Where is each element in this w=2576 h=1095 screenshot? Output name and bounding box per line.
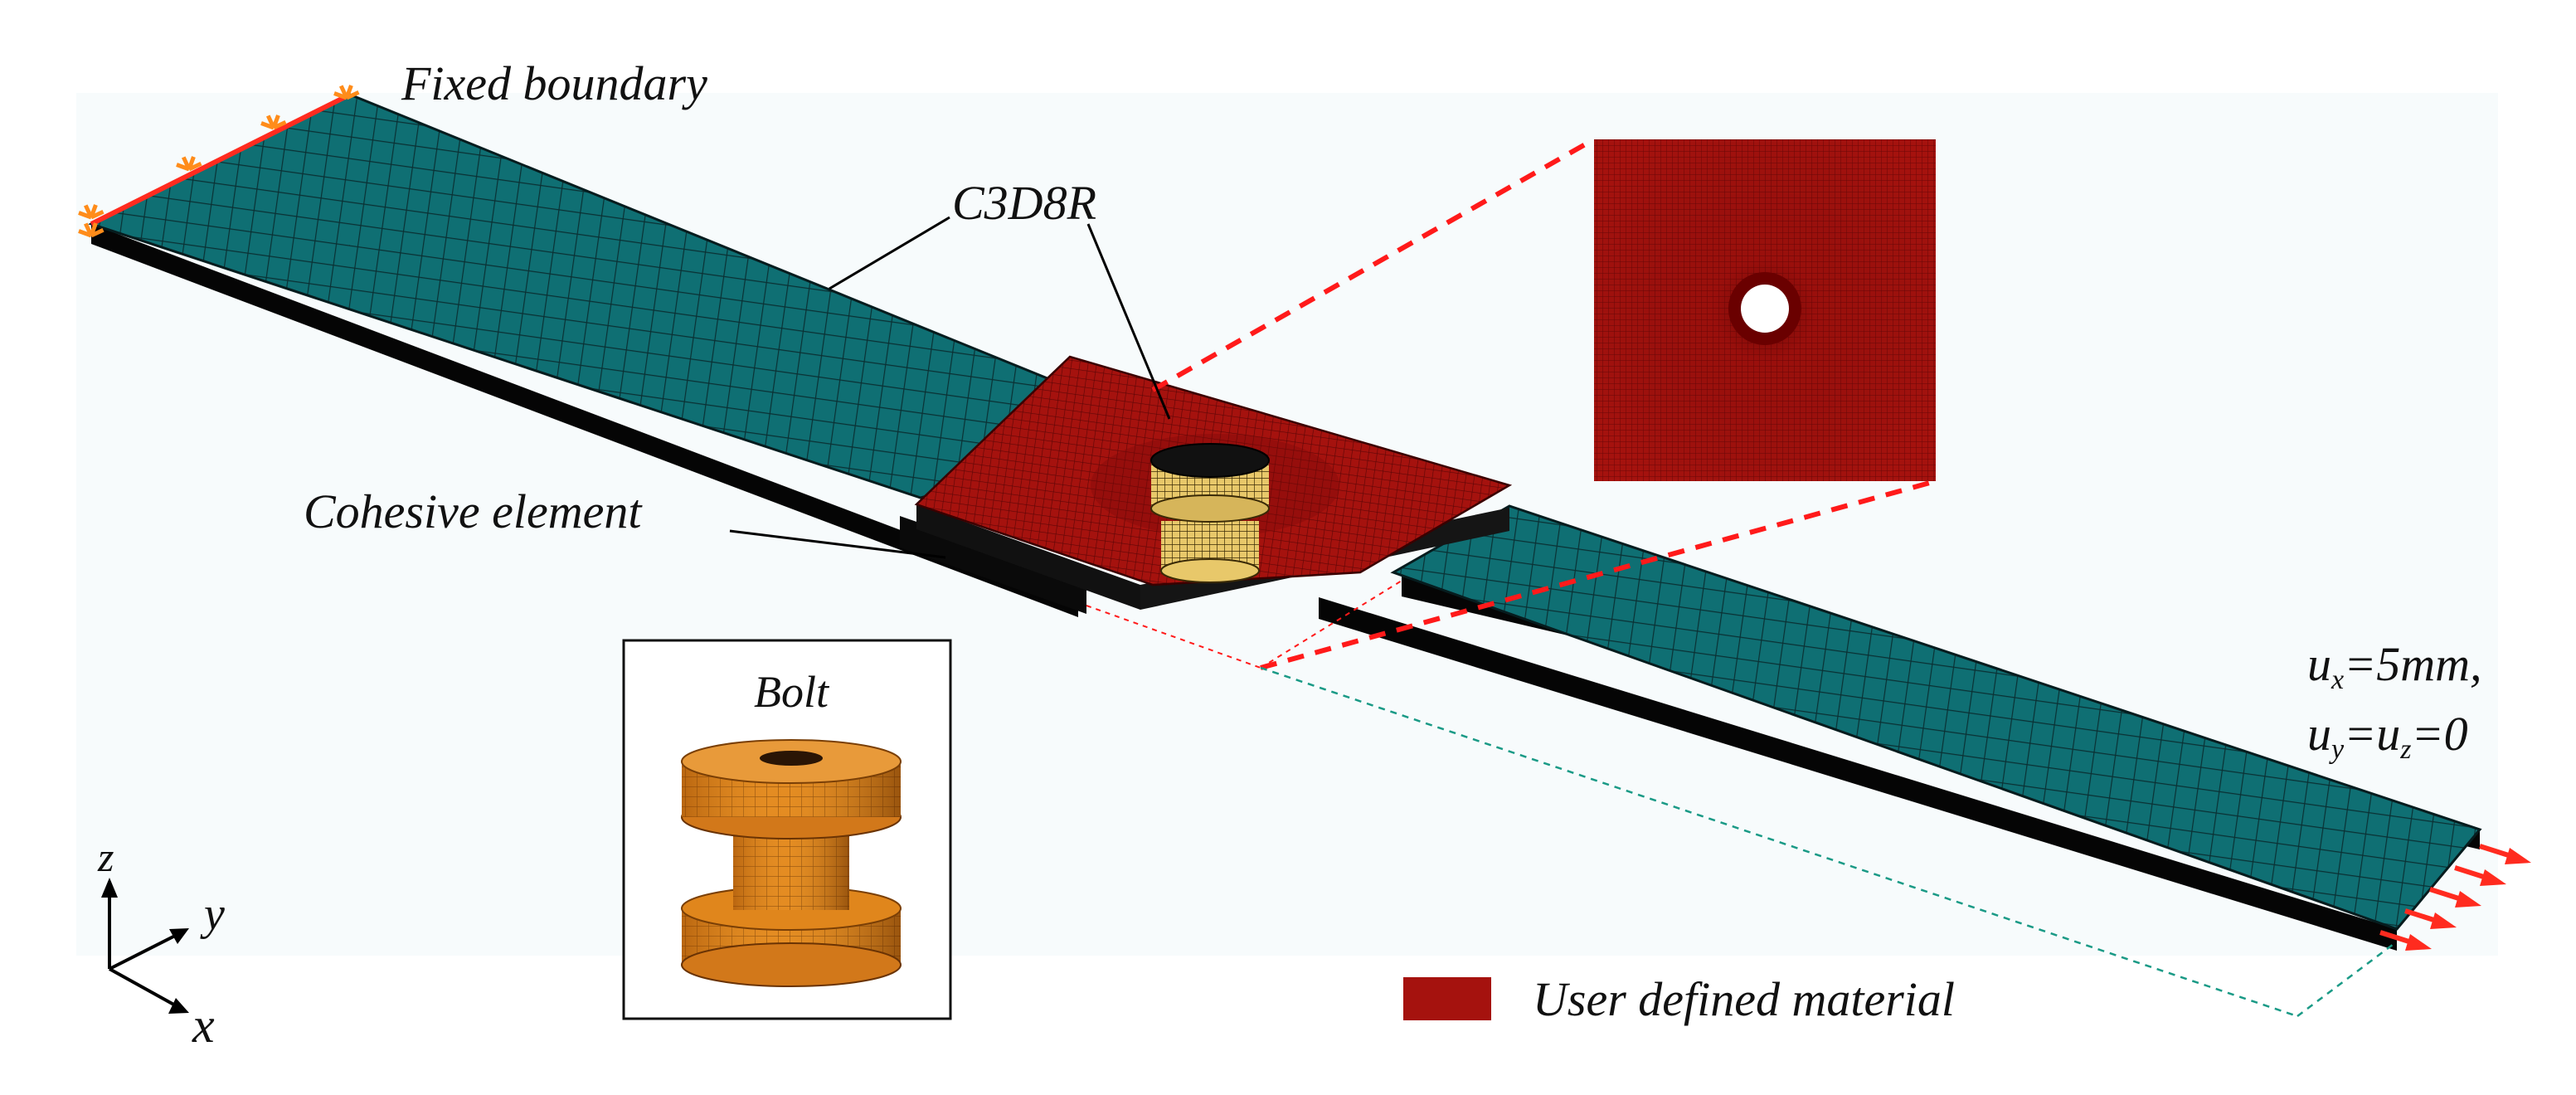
load-uy-var: u [2307,707,2331,761]
bolt-detail [681,739,902,987]
constraint-symbol-icon [176,156,202,172]
load-uy-sub: y [2329,734,2345,765]
overlap-side [916,504,1140,610]
bolt-lower-cap-base [681,942,902,987]
load-condition: ux=5mm, uy=uz=0 [2307,637,2482,765]
load-uz-sub: z [2399,734,2411,765]
bolt-assembly [1150,443,1270,583]
legend-label-material: User defined material [1533,972,1955,1026]
zoom-hole [1741,285,1789,333]
load-ux-value: =5mm, [2344,637,2481,691]
load-arrow-head [2430,912,2457,929]
label-fixed-boundary: Fixed boundary [401,56,707,110]
legend-swatch-material [1403,977,1491,1020]
leader-lines [729,216,1171,559]
constraint-stroke [272,119,287,130]
constraint-symbol-icon [260,114,287,130]
load-line-2: uy=uz=0 [2307,707,2468,765]
constraint-stroke [90,227,104,238]
leader-c3d8r-right [1086,223,1171,420]
constraint-stroke [90,209,104,220]
bolt-top-hole [760,751,823,766]
axis-x-arrow [168,998,189,1014]
leader-c3d8r-left [829,216,950,290]
right-laminate-side [1319,597,2397,951]
load-line-1: ux=5mm, [2307,637,2482,695]
load-arrow-head [2405,934,2432,951]
bolt-inset-title: Bolt [754,667,830,717]
label-cohesive-element: Cohesive element [304,484,643,538]
load-ux-var: u [2307,637,2331,691]
axis-x-label: x [192,998,215,1053]
leader-cohesive [729,529,946,559]
constraint-stroke [345,90,360,100]
dash-line-green-end [2297,941,2398,1017]
left-laminate-side [91,224,1078,617]
axis-z-label: z [97,834,114,880]
constraint-stroke [187,161,202,172]
label-element-type: C3D8R [952,176,1096,230]
right-laminate [1319,504,2482,951]
axis-z-arrow [101,878,118,898]
axis-y-line [109,932,179,971]
bolt-inset: Bolt [622,639,952,1020]
load-ux-sub: x [2331,664,2344,695]
load-uz-value: =0 [2411,707,2467,761]
constraint-symbol-icon [78,204,104,220]
axis-y-label: y [200,888,225,940]
fixed-boundary [78,85,360,238]
bolt-lower-base [1160,558,1260,583]
connector-lines [1086,137,2398,1018]
mesh-zoom-inset [1594,139,1936,481]
dash-line-a [1086,605,1261,669]
constraint-symbols [78,85,360,238]
axis-y-arrow [169,928,189,944]
load-arrows [2379,844,2531,951]
bolt-head-bottom [1150,494,1270,523]
axis-x-line [109,967,179,1009]
zoom-line-bottom [1260,479,1937,670]
load-arrow-head [2480,869,2506,886]
dash-line-green [1260,666,2298,1018]
coordinate-axes [101,878,189,1014]
constraint-symbol-icon [333,85,360,100]
constraint-symbol-icon [78,222,104,238]
load-uz-var: =u [2344,707,2400,761]
legend: User defined material [1403,972,1955,1026]
load-arrow-head [2455,891,2481,908]
dash-line-b [1260,580,1402,669]
bolt-head-top [1150,443,1270,478]
lower-plate-edge [900,516,1086,614]
load-arrow-head [2505,848,2531,864]
fixed-boundary-line [90,92,352,226]
